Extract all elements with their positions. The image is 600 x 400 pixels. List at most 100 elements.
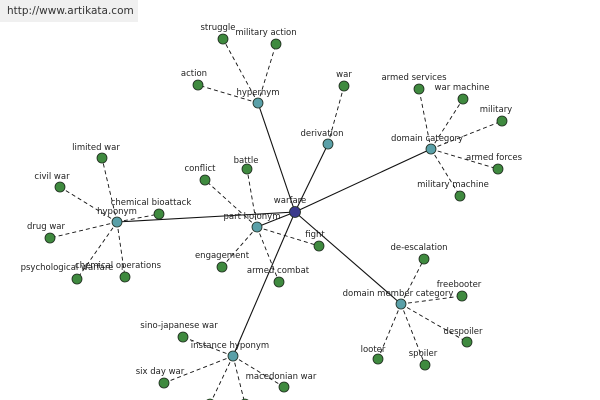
node-label-six-day-war: six day war	[136, 367, 185, 377]
node-label-armed-services: armed services	[381, 73, 447, 83]
node-domain-member-category[interactable]	[395, 298, 407, 310]
node-sino-japanese-war[interactable]	[177, 331, 189, 343]
node-label-de-escalation: de-escalation	[390, 243, 447, 253]
node-battle[interactable]	[241, 163, 253, 175]
node-label-domain-member-category: domain member category	[343, 289, 454, 299]
node-freebooter[interactable]	[456, 290, 468, 302]
edge-instance-hyponym-to-leaf-bottom-a	[211, 355, 234, 400]
node-label-military-machine: military machine	[417, 180, 489, 190]
node-engagement[interactable]	[216, 261, 228, 273]
edge-domain-category-to-war-machine	[430, 98, 464, 150]
node-spoiler[interactable]	[419, 359, 431, 371]
node-label-limited-war: limited war	[72, 143, 120, 153]
edge-warfare-to-domain-category	[294, 148, 432, 213]
node-label-civil-war: civil war	[34, 172, 70, 182]
edge-warfare-to-part-holonym	[256, 211, 296, 228]
edge-instance-hyponym-to-leaf-bottom-b	[232, 355, 245, 400]
node-drug-war[interactable]	[44, 232, 56, 244]
edge-hyponym-to-psychological-warfare	[76, 221, 118, 280]
edge-warfare-to-instance-hyponym	[232, 211, 296, 357]
url-banner: http://www.artikata.com	[0, 0, 138, 22]
edge-domain-member-category-to-freebooter	[400, 295, 463, 305]
node-label-drug-war: drug war	[27, 222, 66, 232]
node-label-military-action: military action	[235, 28, 296, 38]
node-label-despoiler: despoiler	[443, 327, 483, 337]
node-label-derivation: derivation	[300, 129, 343, 139]
edge-domain-member-category-to-spoiler	[400, 303, 426, 366]
node-part-holonym[interactable]	[251, 221, 263, 233]
node-label-chemical-operations: chemical operations	[75, 261, 162, 271]
node-macedonian-war[interactable]	[278, 381, 290, 393]
edge-domain-member-category-to-despoiler	[400, 303, 468, 343]
edge-part-holonym-to-fight	[256, 226, 320, 247]
node-war-machine[interactable]	[457, 93, 469, 105]
node-label-part-holonym: part holonym	[224, 212, 281, 222]
node-label-battle: battle	[234, 156, 259, 166]
edge-part-holonym-to-armed-combat	[256, 226, 280, 283]
edge-part-holonym-to-conflict	[204, 179, 258, 228]
node-chemical-operations[interactable]	[119, 271, 131, 283]
node-label-warfare: warfare	[274, 196, 306, 206]
node-label-domain-category: domain category	[391, 134, 463, 144]
edge-domain-member-category-to-de-escalation	[400, 258, 425, 305]
node-de-escalation[interactable]	[418, 253, 430, 265]
node-label-armed-forces: armed forces	[466, 153, 523, 163]
node-hypernym[interactable]	[252, 97, 264, 109]
edge-instance-hyponym-to-macedonian-war	[232, 355, 285, 388]
node-armed-forces[interactable]	[492, 163, 504, 175]
node-label-chemical-bioattack: chemical bioattack	[111, 198, 192, 208]
edge-part-holonym-to-engagement	[221, 226, 258, 268]
edge-instance-hyponym-to-six-day-war	[163, 355, 234, 384]
edge-derivation-to-war	[327, 85, 345, 145]
node-struggle[interactable]	[217, 33, 229, 45]
node-label-war-machine: war machine	[435, 83, 490, 93]
node-war[interactable]	[338, 80, 350, 92]
node-military-action[interactable]	[270, 38, 282, 50]
edge-warfare-to-domain-member-category	[294, 211, 402, 305]
node-domain-category[interactable]	[425, 143, 437, 155]
edge-part-holonym-to-battle	[246, 168, 258, 228]
node-looter[interactable]	[372, 353, 384, 365]
node-limited-war[interactable]	[96, 152, 108, 164]
node-label-hyponym: hyponym	[97, 207, 137, 217]
edge-domain-category-to-military-machine	[430, 148, 461, 197]
url-text[interactable]: http://www.artikata.com	[7, 5, 134, 17]
node-fight[interactable]	[313, 240, 325, 252]
edge-hypernym-to-action	[197, 84, 259, 104]
node-label-sino-japanese-war: sino-japanese war	[140, 321, 218, 331]
node-label-hypernym: hypernym	[236, 88, 279, 98]
edge-domain-category-to-armed-services	[418, 88, 432, 150]
node-armed-combat[interactable]	[273, 276, 285, 288]
node-civil-war[interactable]	[54, 181, 66, 193]
edge-domain-category-to-military	[430, 120, 503, 150]
node-action[interactable]	[192, 79, 204, 91]
node-layer	[44, 33, 508, 400]
edge-hyponym-to-chemical-operations	[116, 221, 126, 278]
edge-domain-member-category-to-looter	[377, 303, 402, 360]
node-psychological-warfare[interactable]	[71, 273, 83, 285]
node-armed-services[interactable]	[413, 83, 425, 95]
node-label-armed-combat: armed combat	[247, 266, 310, 276]
node-derivation[interactable]	[322, 138, 334, 150]
node-despoiler[interactable]	[461, 336, 473, 348]
label-layer: warfare hypernym derivation domain category…	[21, 23, 523, 382]
node-label-psychological-warfare: psychological warfare	[21, 263, 114, 273]
node-military[interactable]	[496, 115, 508, 127]
edge-layer	[49, 38, 503, 400]
node-military-machine[interactable]	[454, 190, 466, 202]
node-conflict[interactable]	[199, 174, 211, 186]
node-label-macedonian-war: macedonian war	[246, 372, 317, 382]
node-instance-hyponym[interactable]	[227, 350, 239, 362]
node-chemical-bioattack[interactable]	[153, 208, 165, 220]
node-label-struggle: struggle	[200, 23, 235, 33]
node-hyponym[interactable]	[111, 216, 123, 228]
edge-hyponym-to-limited-war	[101, 157, 118, 223]
node-warfare[interactable]	[289, 206, 301, 218]
node-label-military: military	[480, 105, 512, 115]
edge-warfare-to-derivation	[294, 143, 329, 213]
node-six-day-war[interactable]	[158, 377, 170, 389]
edge-hypernym-to-struggle	[222, 38, 259, 104]
edge-hyponym-to-chemical-bioattack	[116, 213, 160, 223]
